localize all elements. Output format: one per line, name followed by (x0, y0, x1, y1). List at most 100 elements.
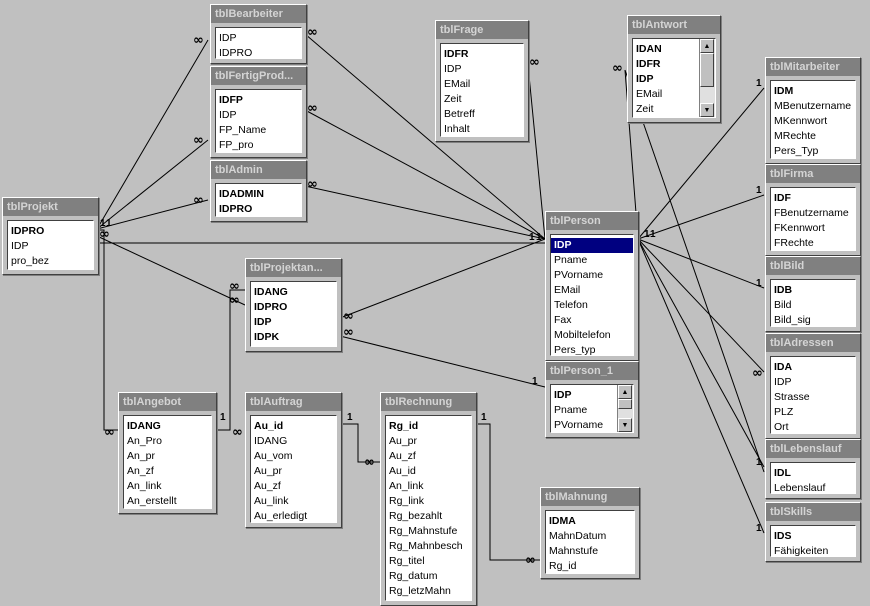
field-item[interactable]: IDS (774, 530, 792, 542)
table-title[interactable]: tblLebenslauf (766, 440, 860, 458)
table-title[interactable]: tblPerson (546, 212, 638, 230)
field-item[interactable]: Rg_titel (389, 555, 425, 567)
field-item[interactable]: Au_pr (254, 465, 283, 477)
field-item[interactable]: EMail (636, 88, 663, 100)
field-item[interactable]: An_link (127, 480, 162, 492)
field-item[interactable]: MBenutzername (774, 100, 852, 112)
field-item[interactable]: An_erstellt (127, 495, 177, 507)
field-item[interactable]: IDANG (127, 420, 161, 432)
field-item[interactable]: IDM (774, 85, 794, 97)
field-item[interactable]: An_pr (127, 450, 156, 462)
field-item[interactable]: IDPRO (254, 301, 288, 313)
field-item[interactable]: IDP (254, 316, 272, 328)
field-item[interactable]: IDL (774, 467, 791, 479)
field-item[interactable]: FRechte (774, 237, 814, 249)
field-item[interactable]: An_zf (127, 465, 154, 477)
table-title[interactable]: tblAdmin (211, 161, 306, 179)
field-item[interactable]: IDP (11, 240, 29, 252)
table-title[interactable]: tblBild (766, 257, 860, 275)
field-item[interactable]: IDADMIN (219, 188, 264, 200)
field-item[interactable]: IDFR (444, 48, 469, 60)
field-item[interactable]: Au_vom (254, 450, 293, 462)
field-item[interactable]: Bild_sig (774, 314, 811, 326)
field-item[interactable]: IDANG (254, 286, 288, 298)
field-item[interactable]: IDP (551, 238, 633, 253)
table-title[interactable]: tblBearbeiter (211, 5, 306, 23)
field-item[interactable]: Rg_datum (389, 570, 438, 582)
field-item[interactable]: Inhalt (444, 123, 470, 135)
scroll-thumb[interactable] (700, 53, 714, 87)
table-title[interactable]: tblRechnung (381, 393, 476, 411)
field-item[interactable]: IDP (554, 389, 572, 401)
table-title[interactable]: tblMitarbeiter (766, 58, 860, 76)
field-item[interactable]: IDA (774, 361, 793, 373)
field-item[interactable]: MahnDatum (549, 530, 607, 542)
field-item[interactable]: MKennwort (774, 115, 828, 127)
scroll-thumb[interactable] (618, 399, 632, 409)
table-title[interactable]: tblProjektan... (246, 259, 341, 277)
field-item[interactable]: Au_link (254, 495, 289, 507)
table-title[interactable]: tblSkills (766, 503, 860, 521)
table-title[interactable]: tblFrage (436, 21, 528, 39)
field-item[interactable]: Rg_link (389, 495, 425, 507)
scroll-down-icon[interactable]: ▼ (700, 103, 714, 117)
field-item[interactable]: Bild (774, 299, 792, 311)
field-item[interactable]: Mobiltelefon (554, 329, 611, 341)
field-item[interactable]: Pname (554, 254, 588, 266)
field-item[interactable]: Rg_letzMahn (389, 585, 451, 597)
field-item[interactable]: Zeit (636, 103, 654, 115)
field-item[interactable]: Au_zf (254, 480, 281, 492)
field-item[interactable]: Rg_Mahnstufe (389, 525, 458, 537)
field-item[interactable]: FP_Name (219, 124, 267, 136)
field-item[interactable]: Ort (774, 421, 789, 433)
field-item[interactable]: IDP (219, 32, 237, 44)
field-item[interactable]: PVorname (554, 419, 604, 431)
field-item[interactable]: Pname (554, 404, 588, 416)
field-item[interactable]: Au_zf (389, 450, 416, 462)
table-title[interactable]: tblFertigProd... (211, 67, 306, 85)
field-item[interactable]: Rg_id (549, 560, 577, 572)
field-item[interactable]: Betreff (444, 108, 475, 120)
field-item[interactable]: IDPRO (219, 203, 253, 215)
field-item[interactable]: IDP (219, 109, 237, 121)
field-item[interactable]: FKennwort (774, 222, 825, 234)
field-item[interactable]: Pers_typ (554, 344, 596, 356)
field-item[interactable]: pro_bez (11, 255, 49, 267)
field-item[interactable]: IDF (774, 192, 791, 204)
scroll-up-icon[interactable]: ▲ (700, 39, 714, 53)
table-title[interactable]: tblAngebot (119, 393, 216, 411)
field-item[interactable]: FBenutzername (774, 207, 849, 219)
field-item[interactable]: Rg_bezahlt (389, 510, 443, 522)
field-item[interactable]: IDP (774, 376, 792, 388)
table-title[interactable]: tblAdressen (766, 334, 860, 352)
field-item[interactable]: IDFP (219, 94, 243, 106)
scroll-down-icon[interactable]: ▼ (618, 418, 632, 432)
field-item[interactable]: Au_erledigt (254, 510, 308, 522)
table-title[interactable]: tblAntwort (628, 16, 720, 34)
field-item[interactable]: Au_id (254, 420, 284, 432)
field-item[interactable]: FP_pro (219, 139, 254, 151)
field-item[interactable]: IDPRO (11, 225, 45, 237)
vertical-scrollbar[interactable]: ▲▼ (699, 39, 715, 117)
field-item[interactable]: Rg_Mahnbesch (389, 540, 463, 552)
table-title[interactable]: tblProjekt (3, 198, 98, 216)
field-item[interactable]: An_Pro (127, 435, 163, 447)
field-item[interactable]: Fax (554, 314, 572, 326)
field-item[interactable]: IDB (774, 284, 793, 296)
field-item[interactable]: IDP (636, 73, 654, 85)
field-item[interactable]: IDMA (549, 515, 576, 527)
